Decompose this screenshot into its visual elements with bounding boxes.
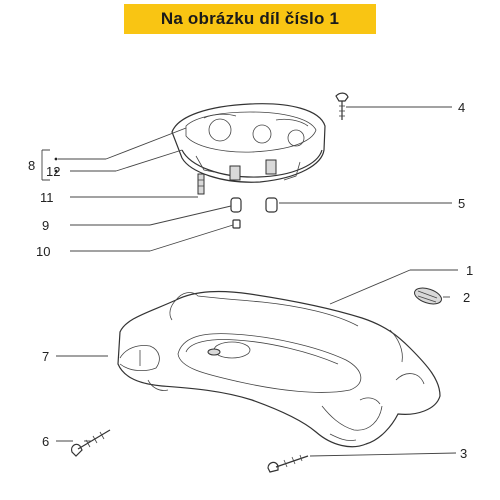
screw-6	[71, 429, 111, 457]
callout-7: 7	[42, 349, 49, 364]
emblem-2	[414, 287, 442, 305]
callout-6: 6	[42, 434, 49, 449]
leader-lines	[41, 106, 458, 457]
grommet-5	[265, 197, 278, 213]
screw-11	[197, 173, 205, 195]
banner-text: Na obrázku díl číslo 1	[160, 9, 340, 28]
callout-8: 8	[28, 158, 35, 173]
callout-4: 4	[458, 100, 465, 115]
screw-4	[335, 92, 349, 120]
instrument-cluster	[171, 103, 326, 183]
callout-12: 12	[46, 164, 60, 179]
nut-10	[232, 219, 241, 229]
callout-9: 9	[42, 218, 49, 233]
screw-3	[267, 454, 309, 473]
callout-5: 5	[458, 196, 465, 211]
handlebar-cover	[117, 290, 441, 448]
grommet-9	[230, 197, 242, 213]
callout-10: 10	[36, 244, 50, 259]
callout-2: 2	[463, 290, 470, 305]
callout-3: 3	[460, 446, 467, 461]
title-banner: Na obrázku díl číslo 1	[124, 4, 376, 34]
callout-labels: 1 2 3 4 5 6 7 8 9 10 11 12	[28, 100, 473, 461]
callout-11: 11	[40, 190, 54, 205]
callout-1: 1	[466, 263, 473, 278]
